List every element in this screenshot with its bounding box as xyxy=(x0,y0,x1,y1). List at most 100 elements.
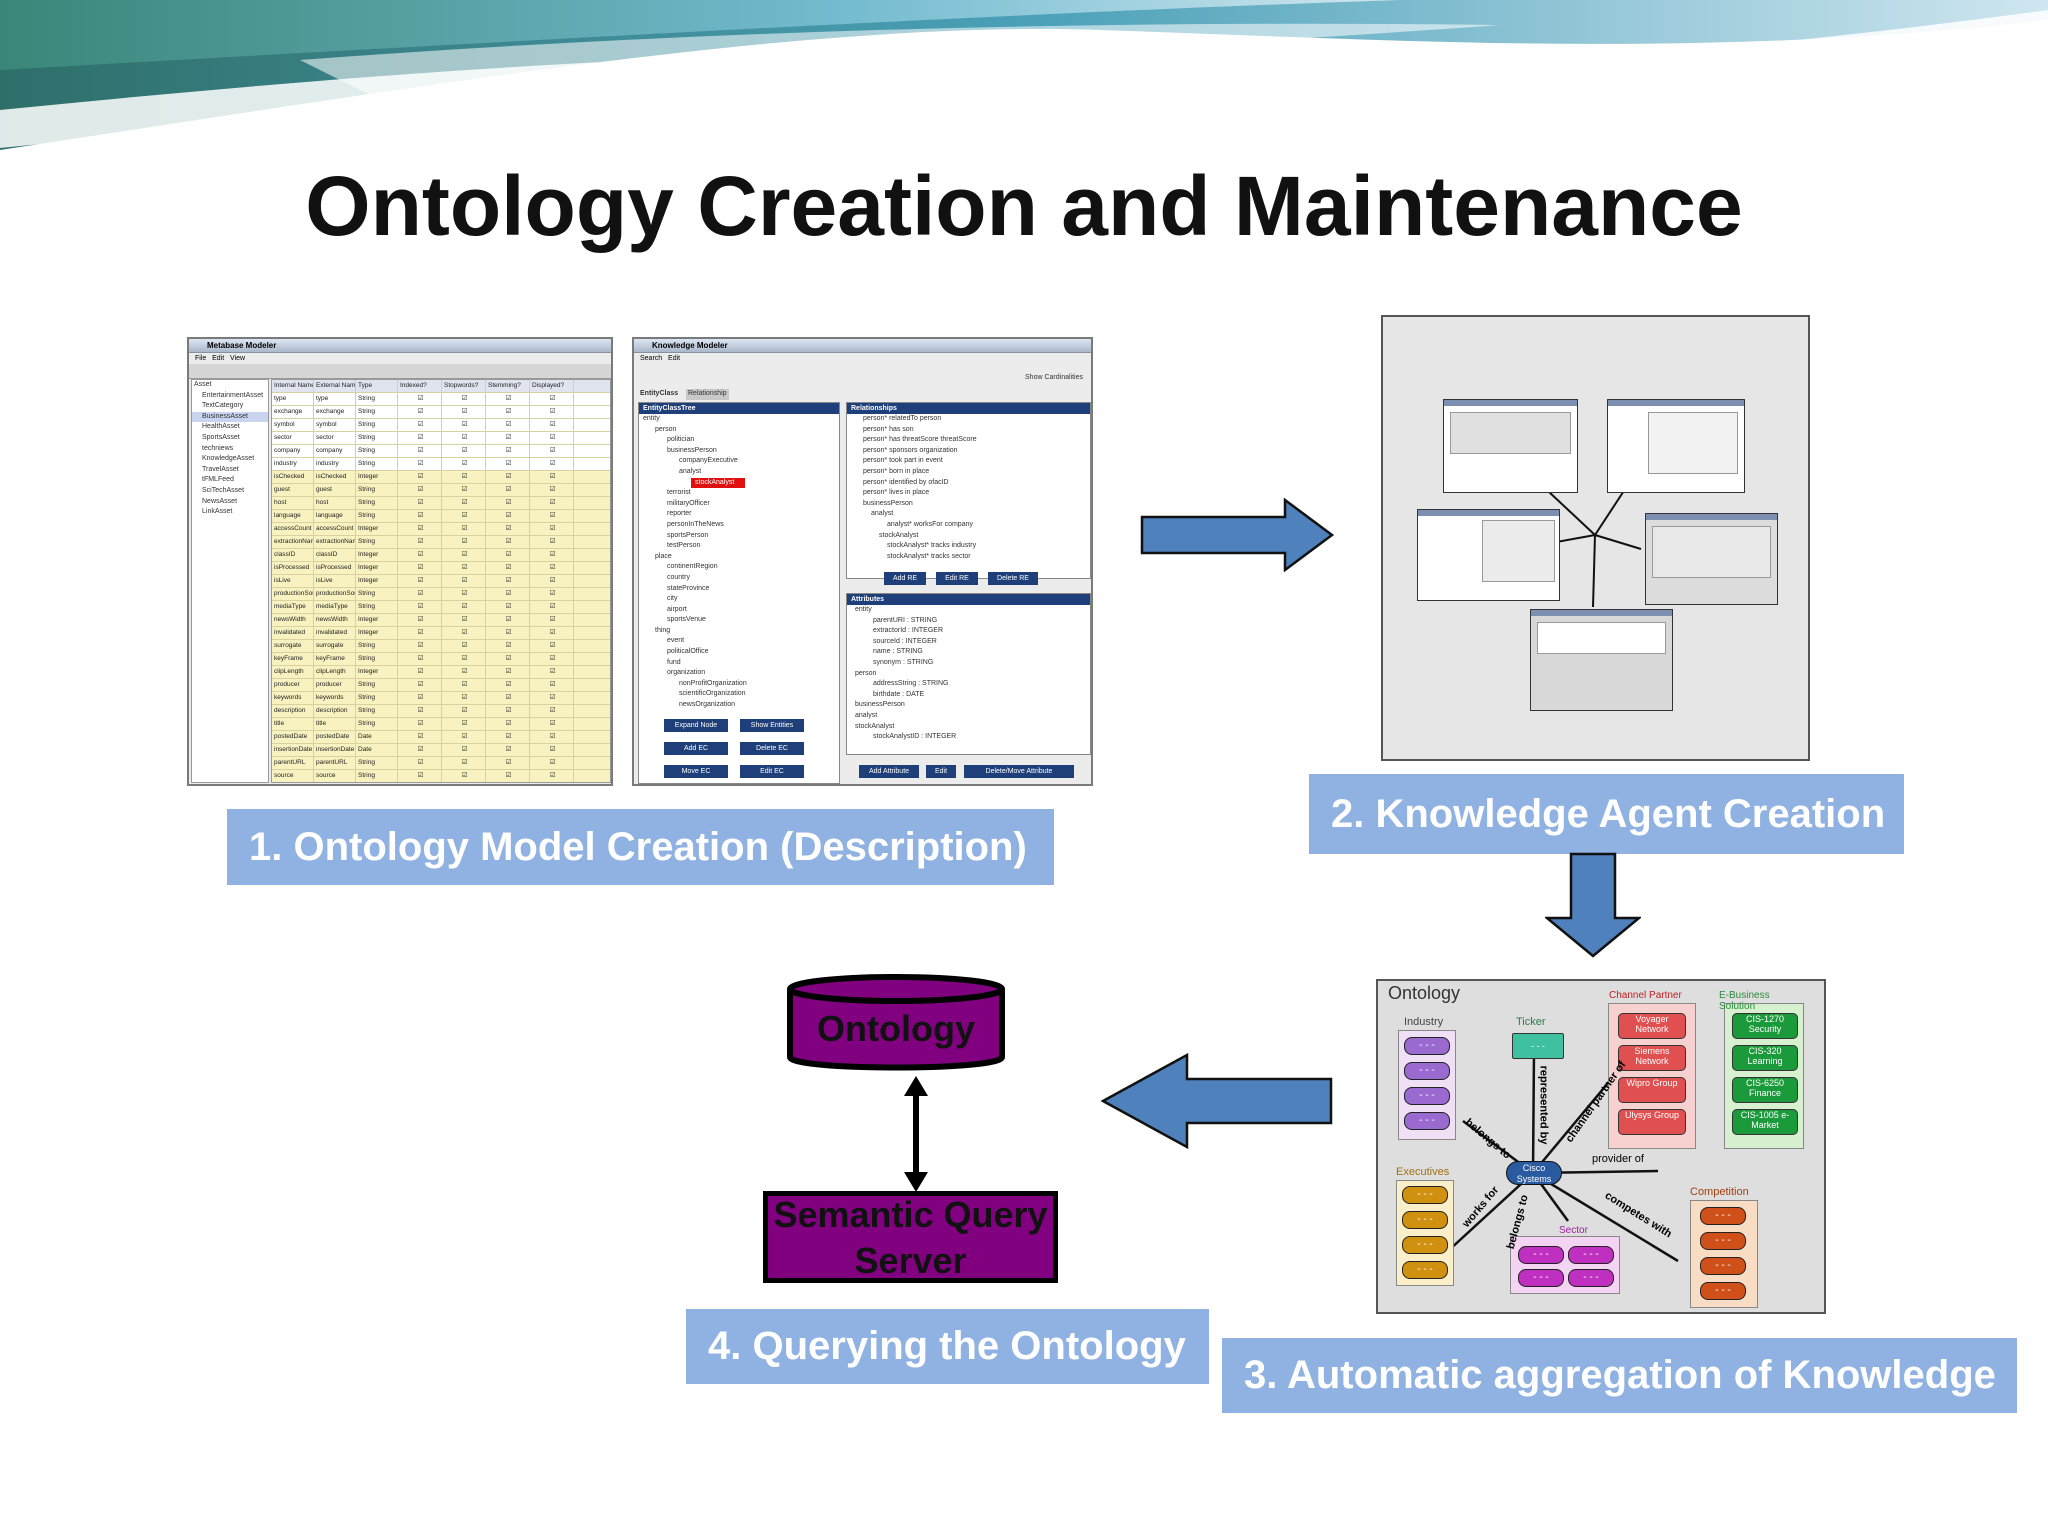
grid-cell[interactable]: String xyxy=(356,770,398,782)
grid-cell[interactable]: keyFrame xyxy=(272,653,314,665)
checkbox-cell[interactable]: ☑ xyxy=(442,627,486,639)
grid-cell[interactable]: isLive xyxy=(314,575,356,587)
entity-tree-item[interactable]: organization xyxy=(667,669,706,677)
checkbox-cell[interactable]: ☑ xyxy=(486,757,530,769)
grid-cell[interactable]: type xyxy=(272,393,314,405)
relationship-item[interactable]: businessPerson xyxy=(863,499,913,507)
entity-tree-item[interactable]: scientificOrganization xyxy=(679,690,746,698)
entity-tree-item[interactable]: city xyxy=(667,595,678,603)
checkbox-cell[interactable]: ☑ xyxy=(530,549,574,561)
checkbox-cell[interactable]: ☑ xyxy=(398,393,442,405)
attribute-item[interactable]: entity xyxy=(855,606,872,613)
grid-cell[interactable]: String xyxy=(356,432,398,444)
table-row[interactable]: extractionNameextractionNameString☑☑☑☑ xyxy=(272,536,610,549)
grid-cell[interactable]: description xyxy=(314,705,356,717)
menu-edit[interactable]: Edit xyxy=(668,355,681,362)
asset-tree-item[interactable]: TravelAsset xyxy=(202,465,239,473)
grid-cell[interactable]: Integer xyxy=(356,562,398,574)
checkbox-cell[interactable]: ☑ xyxy=(442,692,486,704)
checkbox-cell[interactable]: ☑ xyxy=(486,640,530,652)
checkbox-cell[interactable]: ☑ xyxy=(442,744,486,756)
grid-cell[interactable]: String xyxy=(356,445,398,457)
entity-tree-item[interactable]: thing xyxy=(655,626,671,634)
grid-cell[interactable]: String xyxy=(356,458,398,470)
grid-cell[interactable]: newsWidth xyxy=(314,614,356,626)
relationship-item[interactable]: analyst xyxy=(871,510,894,518)
edit-ec-button[interactable]: Edit EC xyxy=(740,765,804,778)
grid-cell[interactable]: isProcessed xyxy=(314,562,356,574)
checkbox-cell[interactable]: ☑ xyxy=(442,432,486,444)
checkbox-cell[interactable]: ☑ xyxy=(398,471,442,483)
checkbox-cell[interactable]: ☑ xyxy=(530,588,574,600)
checkbox-cell[interactable]: ☑ xyxy=(486,692,530,704)
checkbox-cell[interactable]: ☑ xyxy=(530,601,574,613)
grid-cell[interactable]: String xyxy=(356,705,398,717)
checkbox-cell[interactable]: ☑ xyxy=(398,575,442,587)
grid-cell[interactable]: keyFrame xyxy=(314,653,356,665)
checkbox-cell[interactable]: ☑ xyxy=(442,705,486,717)
grid-cell[interactable]: productionSour.. xyxy=(314,588,356,600)
grid-cell[interactable]: company xyxy=(272,445,314,457)
checkbox-cell[interactable]: ☑ xyxy=(530,731,574,743)
checkbox-cell[interactable]: ☑ xyxy=(398,406,442,418)
grid-cell[interactable]: guest xyxy=(272,484,314,496)
checkbox-cell[interactable]: ☑ xyxy=(530,627,574,639)
checkbox-cell[interactable]: ☑ xyxy=(530,458,574,470)
entity-tree-item[interactable]: militaryOfficer xyxy=(667,499,710,507)
grid-cell[interactable]: keywords xyxy=(272,692,314,704)
checkbox-cell[interactable]: ☑ xyxy=(486,484,530,496)
checkbox-cell[interactable]: ☑ xyxy=(530,497,574,509)
grid-cell[interactable]: isChecked xyxy=(272,471,314,483)
attribute-item[interactable]: stockAnalystID : INTEGER xyxy=(873,733,957,741)
checkbox-cell[interactable]: ☑ xyxy=(398,666,442,678)
checkbox-cell[interactable]: ☑ xyxy=(398,523,442,535)
grid-cell[interactable]: exchange xyxy=(314,406,356,418)
grid-cell[interactable]: String xyxy=(356,640,398,652)
checkbox-cell[interactable]: ☑ xyxy=(486,536,530,548)
checkbox-cell[interactable]: ☑ xyxy=(398,588,442,600)
checkbox-cell[interactable]: ☑ xyxy=(530,718,574,730)
checkbox-cell[interactable]: ☑ xyxy=(486,731,530,743)
checkbox-cell[interactable]: ☑ xyxy=(442,406,486,418)
checkbox-cell[interactable]: ☑ xyxy=(442,523,486,535)
asset-tree-item[interactable]: NewsAsset xyxy=(202,497,238,505)
grid-cell[interactable]: String xyxy=(356,601,398,613)
grid-cell[interactable]: classID xyxy=(314,549,356,561)
grid-cell[interactable]: isChecked xyxy=(314,471,356,483)
checkbox-cell[interactable]: ☑ xyxy=(530,705,574,717)
checkbox-cell[interactable]: ☑ xyxy=(530,692,574,704)
attribute-item[interactable]: birthdate : DATE xyxy=(873,690,925,698)
grid-cell[interactable]: symbol xyxy=(272,419,314,431)
entity-tree-item[interactable]: politician xyxy=(667,436,695,444)
checkbox-cell[interactable]: ☑ xyxy=(398,445,442,457)
grid-cell[interactable]: guest xyxy=(314,484,356,496)
checkbox-cell[interactable]: ☑ xyxy=(442,562,486,574)
grid-cell[interactable]: industry xyxy=(272,458,314,470)
checkbox-cell[interactable]: ☑ xyxy=(442,549,486,561)
entity-tree-item[interactable]: continentRegion xyxy=(667,563,718,571)
checkbox-cell[interactable]: ☑ xyxy=(486,575,530,587)
checkbox-cell[interactable]: ☑ xyxy=(530,510,574,522)
grid-cell[interactable]: host xyxy=(272,497,314,509)
checkbox-cell[interactable]: ☑ xyxy=(530,666,574,678)
grid-cell[interactable]: String xyxy=(356,692,398,704)
grid-cell[interactable]: extractionName xyxy=(272,536,314,548)
checkbox-cell[interactable]: ☑ xyxy=(398,614,442,626)
checkbox-cell[interactable]: ☑ xyxy=(486,549,530,561)
edit-attribute-button[interactable]: Edit xyxy=(926,765,956,778)
grid-column-header[interactable]: Stemming? xyxy=(486,380,530,392)
grid-cell[interactable]: Integer xyxy=(356,549,398,561)
